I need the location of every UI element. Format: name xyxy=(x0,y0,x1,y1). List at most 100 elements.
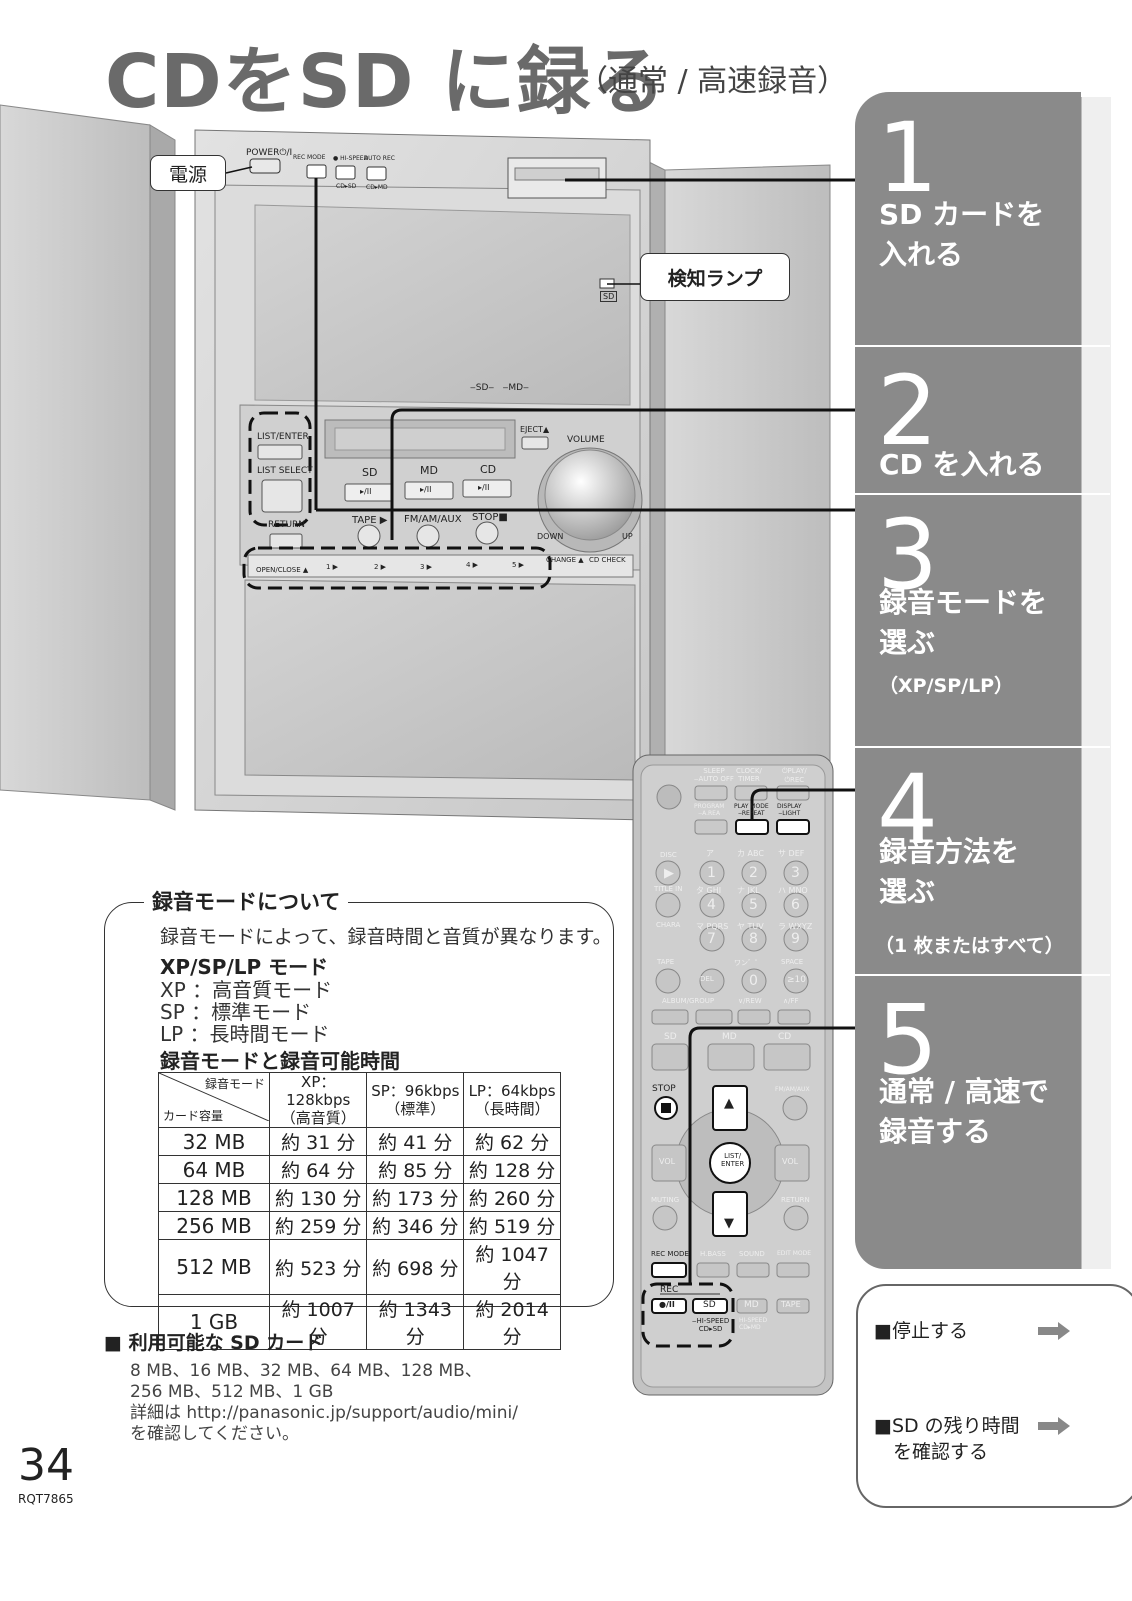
key-wa-label: ワン゛゜ xyxy=(734,959,762,967)
key-na-label: ナ JKL xyxy=(737,886,760,895)
display-light-button[interactable]: DISPLAY ‒LIGHT xyxy=(777,803,802,817)
capacity-cell: 32 MB xyxy=(158,1127,270,1156)
table-row: 256 MB 約 259 分 約 346 分 約 519 分 xyxy=(158,1211,561,1240)
time-cell: 約 1047 分 xyxy=(463,1239,561,1295)
key-8[interactable]: 8 xyxy=(749,931,758,947)
play-mode-repeat-button[interactable]: PLAY MODE ‒REPEAT xyxy=(734,803,769,817)
key-ha-label: ハ MNO xyxy=(778,886,808,895)
ff-label: ∧/FF xyxy=(783,997,799,1005)
key-7[interactable]: 7 xyxy=(707,931,716,947)
time-cell: 約 519 分 xyxy=(463,1211,561,1240)
recording-mode-heading: 録音モードについて xyxy=(144,886,349,916)
sd-md-indicator-label: ‒SD‒ ‒MD‒ xyxy=(470,383,529,393)
key-play[interactable]: ▶ xyxy=(664,866,674,881)
tray-1-button[interactable]: 1 ▶ xyxy=(326,563,339,571)
step-2-number: 2 xyxy=(877,355,939,467)
time-cell: 約 346 分 xyxy=(366,1211,465,1240)
table-row: 512 MB 約 523 分 約 698 分 約 1047 分 xyxy=(158,1239,561,1295)
album-group-label: ALBUM/GROUP xyxy=(662,997,715,1005)
tape-label-remote: TAPE xyxy=(657,958,675,966)
rec-label-remote: REC xyxy=(660,1285,679,1295)
step-divider xyxy=(855,746,1110,748)
down-arrow-icon[interactable]: ▼ xyxy=(724,1216,734,1231)
key-3[interactable]: 3 xyxy=(791,865,800,881)
power-label: POWER⏻/I xyxy=(246,148,293,158)
fm-am-aux-label-remote: FM/AM/AUX xyxy=(775,1086,810,1093)
corner-bottom-label: カード容量 xyxy=(163,1109,224,1123)
mode-xp: XP ：高音質モード xyxy=(160,978,333,1002)
time-cell: 約 260 分 xyxy=(463,1183,561,1212)
time-cell: 約 1343 分 xyxy=(366,1294,465,1350)
step-3-number: 3 xyxy=(877,499,939,611)
table-header-sp: SP：96kbps （標準） xyxy=(366,1072,465,1128)
key-1[interactable]: 1 xyxy=(707,865,716,881)
open-close-button[interactable]: OPEN/CLOSE ▲ xyxy=(256,566,309,574)
tray-4-button[interactable]: 4 ▶ xyxy=(466,561,479,569)
up-arrow-icon[interactable]: ▲ xyxy=(724,1096,734,1111)
cd-check-button[interactable]: CD CHECK xyxy=(589,556,626,564)
cd-label-remote: CD xyxy=(778,1032,792,1042)
hi-speed-cd-md-label: HI-SPEED CD▸MD xyxy=(739,1317,768,1331)
key-9[interactable]: 9 xyxy=(791,931,800,947)
stop-link[interactable]: ■停止する xyxy=(874,1320,968,1342)
fm-am-aux-label: FM/AM/AUX xyxy=(404,514,462,525)
key-ya-label: ヤ TUV xyxy=(737,922,764,931)
time-cell: 約 698 分 xyxy=(366,1239,465,1295)
stop-label-remote: STOP xyxy=(652,1084,676,1094)
key-ka-label: カ ABC xyxy=(737,849,764,858)
sd-cards-line: 256 MB、512 MB、1 GB xyxy=(130,1382,334,1402)
rec-mode-label: REC MODE xyxy=(293,154,326,161)
time-cell: 約 259 分 xyxy=(268,1211,368,1240)
cd-play-button[interactable]: ▸/II xyxy=(478,483,490,492)
tray-2-button[interactable]: 2 ▶ xyxy=(374,563,387,571)
step-3-text: 録音モードを 選ぶ xyxy=(879,586,1048,659)
tape-rec-button[interactable]: TAPE xyxy=(781,1300,801,1309)
cd-md-label: CD▸MD xyxy=(366,184,388,191)
step-1-number: 1 xyxy=(877,102,939,214)
key-a-label: ア xyxy=(706,849,714,858)
key-6[interactable]: 6 xyxy=(791,897,800,913)
step-3: 3 録音モードを 選ぶ （XP/SP/LP） xyxy=(855,495,1081,746)
eject-label: EJECT▲ xyxy=(520,425,550,434)
list-enter-button[interactable]: LIST/ ENTER xyxy=(721,1152,745,1168)
table-header-xp: XP：128kbps （高音質） xyxy=(268,1072,368,1128)
page-subtitle: （通常 / 高速録音） xyxy=(578,64,848,99)
capacity-cell: 1 GB xyxy=(158,1294,270,1350)
space-label: SPACE xyxy=(781,958,804,966)
key-4[interactable]: 4 xyxy=(707,897,716,913)
time-cell: 約 62 分 xyxy=(463,1127,561,1156)
edit-mode-label: EDIT MODE xyxy=(777,1250,812,1257)
sd-play-button[interactable]: ▸/II xyxy=(360,487,372,496)
tray-5-button[interactable]: 5 ▶ xyxy=(512,561,525,569)
md-button-label: MD xyxy=(420,464,438,477)
del-button[interactable]: DEL xyxy=(700,975,714,983)
rew-label: ∨/REW xyxy=(738,997,762,1005)
step-1-text: SD カードを 入れる xyxy=(879,198,1045,271)
key-5[interactable]: 5 xyxy=(749,897,758,913)
capacity-cell: 128 MB xyxy=(158,1183,270,1212)
step-5-number: 5 xyxy=(877,984,939,1096)
sd-remaining-time-link[interactable]: ■SD の残り時間 を確認する xyxy=(874,1415,1020,1463)
vol-down-label: VOL xyxy=(659,1157,676,1166)
change-button[interactable]: CHANGE ▲ xyxy=(546,556,584,564)
key-2[interactable]: 2 xyxy=(749,865,758,881)
key-10[interactable]: ≥10 xyxy=(787,975,806,985)
time-cell: 約 31 分 xyxy=(268,1127,368,1156)
mode-sp: SP ：標準モード xyxy=(160,1000,312,1024)
recording-time-table: 録音モード カード容量 XP：128kbps （高音質） SP：96kbps （… xyxy=(158,1072,561,1350)
document-code: RQT7865 xyxy=(18,1492,74,1506)
tray-3-button[interactable]: 3 ▶ xyxy=(420,563,433,571)
sd-cards-line: 8 MB、16 MB、32 MB、64 MB、128 MB、 xyxy=(130,1361,482,1381)
related-operations-box xyxy=(856,1284,1132,1508)
time-cell: 約 523 分 xyxy=(268,1239,368,1295)
cd-button-label: CD xyxy=(480,463,497,476)
rec-pause-button[interactable]: ●/II xyxy=(659,1300,675,1309)
md-play-button[interactable]: ▸/II xyxy=(420,485,432,494)
key-0[interactable]: 0 xyxy=(749,973,758,989)
sd-rec-button[interactable]: SD xyxy=(703,1300,716,1310)
time-cell: 約 2014 分 xyxy=(463,1294,561,1350)
key-sa-label: サ DEF xyxy=(778,849,805,858)
step-4: 4 録音方法を 選ぶ （1 枚またはすべて） xyxy=(855,748,1081,974)
md-rec-button[interactable]: MD xyxy=(744,1300,759,1310)
time-cell: 約 128 分 xyxy=(463,1155,561,1184)
